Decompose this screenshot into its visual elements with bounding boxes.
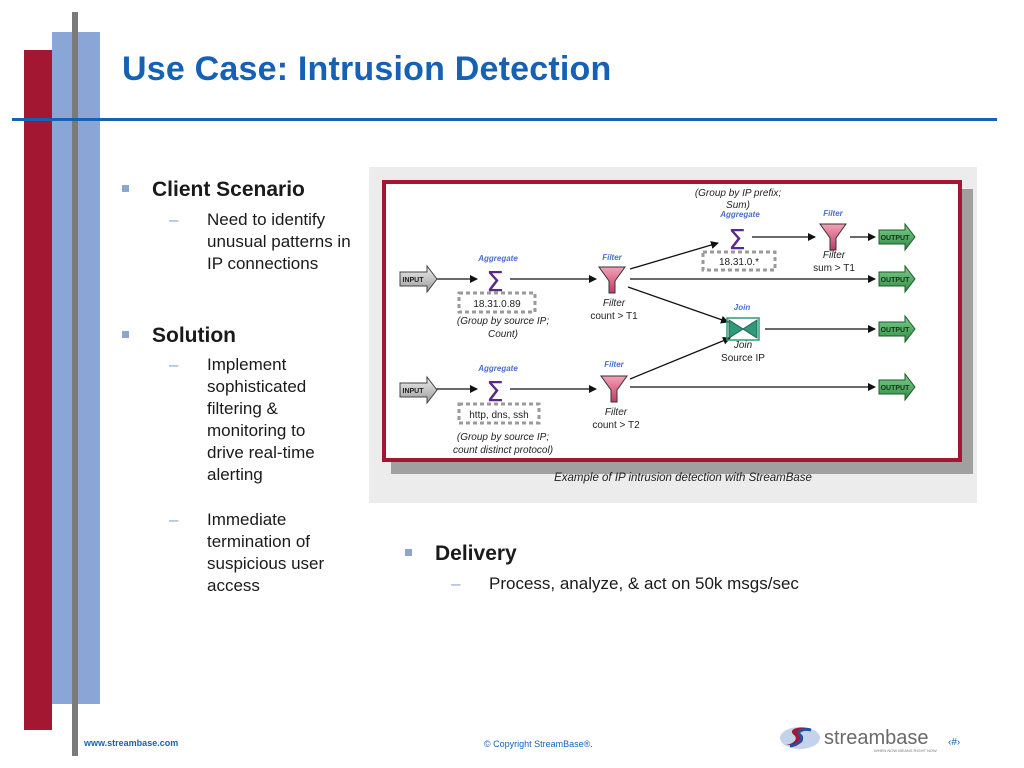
join-icon	[728, 319, 758, 339]
bullet-heading: Delivery	[435, 542, 517, 565]
filter-condition: count > T2	[592, 420, 640, 431]
dash-icon: –	[451, 574, 461, 593]
output-label: OUTPUT	[881, 277, 911, 284]
filter-node: Filter Filter sum > T1	[813, 209, 855, 274]
aggregate-note: Count)	[488, 329, 518, 340]
output-label: OUTPUT	[881, 235, 911, 242]
filter-label: Filter	[604, 360, 624, 369]
aggregate-label: Aggregate	[477, 254, 518, 263]
filter-condition: sum > T1	[813, 263, 855, 274]
sub-point-text: Immediate termination of suspicious user…	[207, 510, 325, 595]
sub-point-text: Implement sophisticated filtering & moni…	[207, 355, 315, 484]
dash-icon: –	[169, 210, 179, 229]
filter-name: Filter	[603, 298, 626, 309]
filter-condition: count > T1	[590, 311, 638, 322]
output-node: OUTPUT	[878, 314, 916, 344]
join-node: Join Join Source IP	[721, 303, 765, 364]
input-label: INPUT	[403, 388, 425, 395]
connector-lines	[436, 233, 876, 393]
bullet-square-icon	[405, 549, 412, 556]
filter-node: Filter Filter count > T2	[592, 360, 640, 431]
sub-point-text: Need to identify unusual patterns in IP …	[207, 210, 351, 273]
join-label: Join	[734, 303, 751, 312]
output-node: OUTPUT	[878, 264, 916, 294]
output-label: OUTPUT	[881, 385, 911, 392]
left-gray-line	[72, 12, 78, 756]
filter-label: Filter	[823, 209, 843, 218]
aggregate-value: http, dns, ssh	[469, 410, 528, 421]
footer-url-link[interactable]: www.streambase.com	[84, 738, 179, 748]
funnel-icon	[598, 266, 626, 294]
aggregate-value: 18.31.0.*	[719, 257, 759, 268]
logo-wordmark: streambase	[824, 727, 929, 749]
streambase-logo: streambase WHEN NOW MEANS RIGHT NOW	[778, 720, 938, 754]
dash-icon: –	[169, 355, 179, 374]
sigma-icon: Σ	[728, 223, 746, 256]
diagram-caption: Example of IP intrusion detection with S…	[554, 472, 812, 484]
bullet-square-icon	[122, 185, 129, 192]
aggregate-node: Aggregate Σ http, dns, ssh (Group by sou…	[453, 364, 553, 456]
funnel-icon	[819, 223, 847, 251]
aggregate-label: Aggregate	[719, 210, 760, 219]
filter-name: Filter	[605, 407, 628, 418]
sub-point-text: Process, analyze, & act on 50k msgs/sec	[489, 574, 799, 593]
aggregate-note: (Group by IP prefix;	[695, 188, 782, 199]
join-name: Join	[733, 340, 753, 351]
input-node: INPUT	[399, 264, 438, 294]
sigma-icon: Σ	[486, 375, 504, 408]
join-key: Source IP	[721, 353, 765, 364]
bullet-square-icon	[122, 331, 129, 338]
sigma-icon: Σ	[486, 265, 504, 298]
aggregate-note: count distinct protocol)	[453, 445, 553, 456]
bullet-heading: Solution	[152, 324, 236, 347]
title-rule	[12, 118, 997, 121]
filter-label: Filter	[602, 253, 622, 262]
input-label: INPUT	[403, 277, 425, 284]
aggregate-label: Aggregate	[477, 364, 518, 373]
aggregate-value: 18.31.0.89	[473, 299, 521, 310]
aggregate-note: Sum)	[726, 200, 750, 211]
dash-icon: –	[169, 510, 179, 529]
input-node: INPUT	[399, 375, 438, 405]
aggregate-node: Aggregate Σ 18.31.0.89 (Group by source …	[457, 254, 549, 340]
output-label: OUTPUT	[881, 327, 911, 334]
aggregate-note: (Group by source IP;	[457, 432, 549, 443]
filter-node: Filter Filter count > T1	[590, 253, 638, 322]
funnel-icon	[600, 375, 628, 403]
footer-copyright: © Copyright StreamBase®.	[484, 739, 593, 749]
diagram-frame	[382, 180, 962, 462]
output-node: OUTPUT	[878, 372, 916, 402]
output-node: OUTPUT	[878, 222, 916, 252]
filter-name: Filter	[823, 250, 846, 261]
logo-tagline: WHEN NOW MEANS RIGHT NOW	[874, 748, 937, 753]
page-number: ‹#›	[948, 737, 961, 748]
slide-title: Use Case: Intrusion Detection	[122, 50, 612, 88]
left-red-bar	[24, 50, 52, 730]
aggregate-node: (Group by IP prefix; Sum) Aggregate Σ 18…	[695, 188, 782, 272]
bullet-heading: Client Scenario	[152, 178, 305, 201]
aggregate-note: (Group by source IP;	[457, 316, 549, 327]
